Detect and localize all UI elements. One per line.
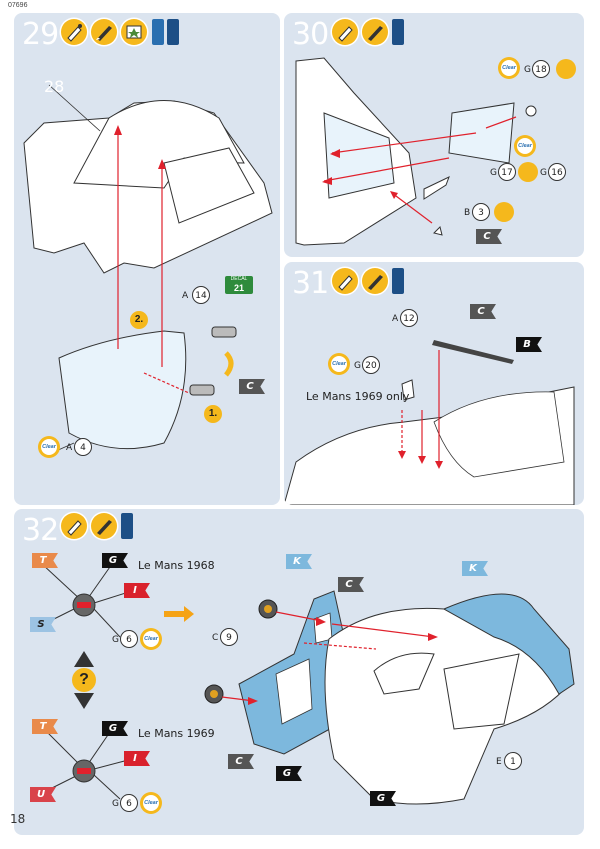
flag-k-frame: K — [286, 554, 312, 569]
step-number: 31 — [292, 266, 329, 301]
paint-can-clear-icon — [392, 19, 404, 45]
step-31-panel: 31 A 12 C B Clear G 20 Le Mans 1969 only — [284, 262, 584, 505]
clear-label: Clear — [501, 60, 517, 76]
glue-icon — [332, 19, 358, 45]
paint-brush-icon — [362, 268, 388, 294]
rotate-icon — [518, 162, 538, 182]
part-letter-c9: C — [212, 633, 219, 643]
part-letter-g6-1968: G — [112, 635, 119, 645]
step-30-panel: 30 Clear G 18 Clear G 17 G 16 B 3 C — [284, 13, 584, 257]
part-number-g6-1969: 6 — [120, 794, 138, 812]
lemans-1969-label: Le Mans 1969 — [138, 727, 215, 740]
part-letter-e1: E — [496, 757, 502, 767]
part-letter-g17: G — [490, 168, 497, 178]
decal-number: 21 — [233, 283, 244, 293]
decal-water-icon — [121, 19, 147, 45]
step-30-drawing — [295, 57, 537, 246]
flag-c: C — [476, 229, 502, 244]
paint-can-clear-icon — [121, 513, 133, 539]
flag-t-1968: T — [32, 553, 58, 568]
step-number: 32 — [22, 513, 59, 548]
flag-u-1969: U — [30, 787, 56, 802]
flag-c: C — [239, 379, 265, 394]
part-number-e1: 1 — [504, 752, 522, 770]
part-number-g20: 20 — [362, 356, 380, 374]
clear-label: Clear — [517, 138, 533, 154]
flag-c-lower: C — [228, 754, 254, 769]
clear-label: Clear — [143, 795, 159, 811]
flag-g-1968: G — [102, 553, 128, 568]
clear-paint-icon: Clear — [140, 792, 162, 814]
part-number-g17: 17 — [498, 163, 516, 181]
glue-icon — [61, 513, 87, 539]
step-32-panel: 32 — [14, 509, 584, 835]
flag-c-frame: C — [338, 577, 364, 592]
clear-label: Clear — [143, 631, 159, 647]
order-step-2: 2. — [130, 311, 148, 329]
clear-paint-icon: Clear — [514, 135, 536, 157]
step-29-drawing — [23, 84, 273, 452]
decal-badge: DECAL 21 — [225, 276, 253, 294]
part-number-g18: 18 — [532, 60, 550, 78]
paint-brush-icon — [91, 513, 117, 539]
clear-label: Clear — [331, 356, 347, 372]
article-code: 07696 — [8, 2, 28, 9]
rotate-icon — [556, 59, 576, 79]
glue-icon — [332, 268, 358, 294]
step-29-panel: 29 28 DECAL 21 A 14 2. 1. C Clear — [14, 13, 280, 505]
paint-brush-icon — [362, 19, 388, 45]
part-letter-g18: G — [524, 65, 531, 75]
flag-g-lower: G — [276, 766, 302, 781]
flag-i-1969: I — [124, 751, 150, 766]
flag-s-1968: S — [30, 617, 56, 632]
step-number: 29 — [22, 17, 59, 52]
part-letter-g16: G — [540, 168, 547, 178]
clear-paint-icon: Clear — [498, 57, 520, 79]
part-letter-g20: G — [354, 361, 361, 371]
paint-can-clear-icon — [167, 19, 179, 45]
part-number-b3: 3 — [472, 203, 490, 221]
part-number-a4: 4 — [74, 438, 92, 456]
paint-can-decal-icon — [152, 19, 164, 45]
flag-g-1969: G — [102, 721, 128, 736]
flag-k-body: K — [462, 561, 488, 576]
part-number-g16: 16 — [548, 163, 566, 181]
part-letter-a4: A — [66, 443, 73, 453]
flag-i-1968: I — [124, 583, 150, 598]
part-letter-g6-1969: G — [112, 799, 119, 809]
part-number-a12: 12 — [400, 309, 418, 327]
ref-part-28: 28 — [44, 77, 65, 96]
step-number: 30 — [292, 17, 329, 52]
clear-paint-icon: Clear — [328, 353, 350, 375]
clear-label: Clear — [41, 439, 57, 455]
paint-can-clear-icon — [392, 268, 404, 294]
decal-label: DECAL — [230, 276, 248, 282]
flag-g-body: G — [370, 791, 396, 806]
clear-paint-icon: Clear — [38, 436, 60, 458]
paint-brush-icon — [91, 19, 117, 45]
rotate-icon — [494, 202, 514, 222]
part-number-a14: 14 — [192, 286, 210, 304]
page-number: 18 — [10, 812, 26, 826]
flag-t-1969: T — [32, 719, 58, 734]
part-letter-a14: A — [182, 291, 189, 301]
lemans-1968-label: Le Mans 1968 — [138, 559, 215, 572]
part-letter-a12: A — [392, 314, 399, 324]
lemans-1969-only-note: Le Mans 1969 only — [306, 390, 410, 403]
question-icon: ? — [72, 668, 96, 692]
flag-c: C — [470, 304, 496, 319]
step-31-drawing — [284, 340, 575, 505]
part-number-g6-1968: 6 — [120, 630, 138, 648]
clear-paint-icon: Clear — [140, 628, 162, 650]
part-number-c9: 9 — [220, 628, 238, 646]
part-letter-b3: B — [464, 208, 471, 218]
glue-icon — [61, 19, 87, 45]
order-step-1: 1. — [204, 405, 222, 423]
flag-b: B — [516, 337, 542, 352]
step-32-drawing — [41, 563, 575, 805]
